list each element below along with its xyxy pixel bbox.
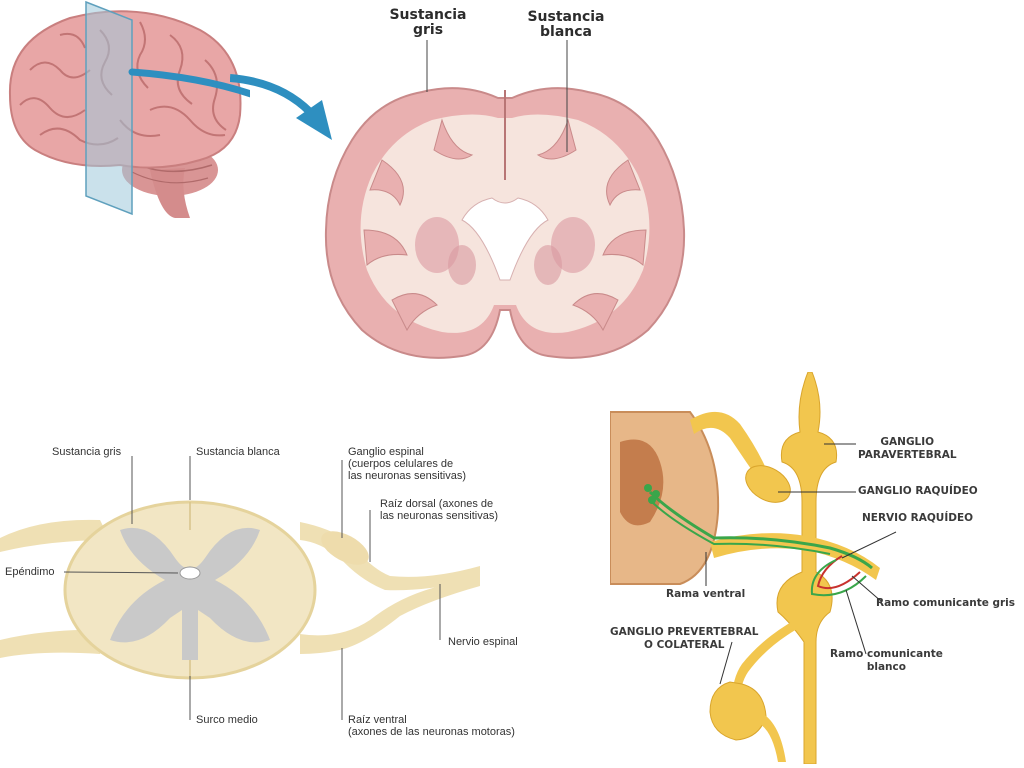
spinal-ganglion-caps-label: GANGLIO RAQUÍDEO xyxy=(858,485,978,497)
brain-lateral-view xyxy=(0,0,250,220)
gray-ramus-label: Ramo comunicante gris xyxy=(876,597,1016,609)
spinal-nerve-label: Nervio espinal xyxy=(448,636,518,648)
autonomic-ganglia-diagram xyxy=(610,372,1024,764)
spinal-nerve-caps-label: NERVIO RAQUÍDEO xyxy=(862,512,974,524)
spinal-cord-section xyxy=(0,440,540,760)
cord-gray-matter-label: Sustancia gris xyxy=(52,446,122,458)
brain-leader-lines xyxy=(426,40,568,152)
ventral-branch-label: Rama ventral xyxy=(666,588,746,600)
ventral-root-label: Raíz ventral(axones de las neuronas moto… xyxy=(348,714,515,738)
ependyma-label: Epéndimo xyxy=(5,566,55,578)
median-sulcus-label: Surco medio xyxy=(196,714,258,726)
coronal-brain-section xyxy=(322,80,688,370)
arrow-icon xyxy=(230,74,332,140)
cord-white-matter-label: Sustancia blanca xyxy=(196,446,280,458)
